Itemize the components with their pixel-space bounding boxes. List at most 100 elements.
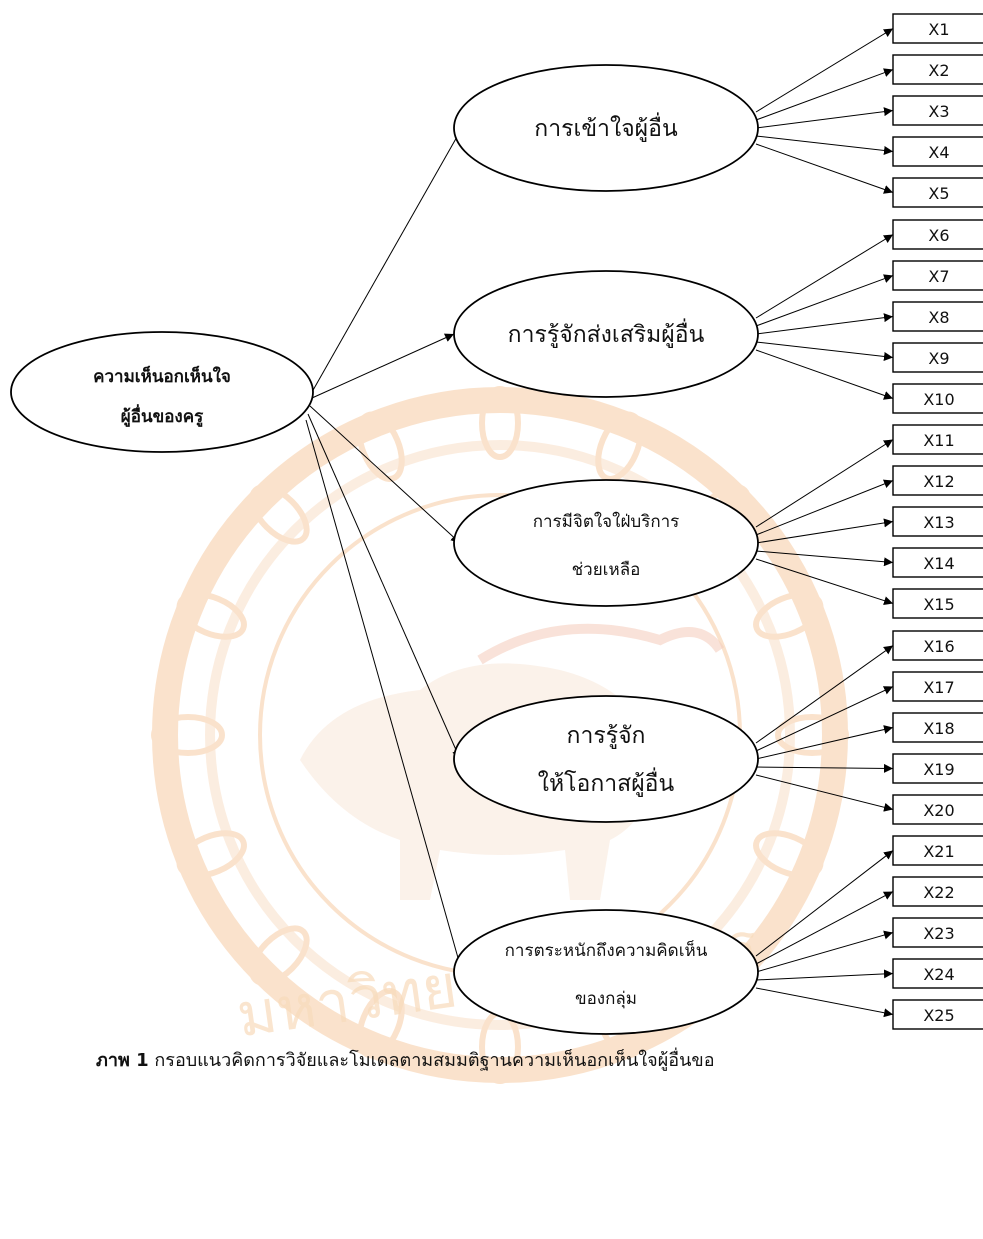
indicator-box [892, 136, 983, 167]
indicator-label: X12 [923, 472, 954, 491]
indicator-box [892, 260, 983, 291]
indicator-box [892, 301, 983, 332]
loading-path-X25 [755, 987, 894, 1018]
indicator-box [892, 342, 983, 373]
indicator-box [892, 835, 983, 866]
loading-path-X7 [755, 274, 894, 327]
indicator-box [892, 876, 983, 907]
latent-factor-ellipse [453, 695, 759, 823]
latent-factor-label: การเข้าใจผู้อื่น [534, 112, 678, 142]
indicator-label: X21 [923, 842, 954, 861]
loading-path-X22 [755, 891, 894, 965]
indicator-label: X9 [928, 349, 949, 368]
indicator-box [892, 999, 983, 1030]
indicator-label: X16 [923, 637, 954, 656]
indicator-label: X7 [928, 267, 949, 286]
latent-factor-label: การตระหนักถึงความคิดเห็น [505, 939, 708, 961]
loading-path-X8 [755, 313, 894, 335]
latent-factor-label: ช่วยเหลือ [572, 560, 641, 580]
latent-factor-ellipse [453, 479, 759, 607]
path-root-to-latent-3 [309, 405, 461, 544]
latent-factor-label: ของกลุ่ม [575, 989, 637, 1009]
indicator-box [892, 177, 983, 208]
loading-path-X11 [755, 439, 894, 528]
latent-factor-label: การมีจิตใจใฝ่บริการ [533, 511, 680, 532]
indicator-label: X18 [923, 719, 954, 738]
latent-factor-label: ให้โอกาสผู้อื่น [538, 767, 675, 797]
indicator-label: X1 [928, 20, 949, 39]
indicator-box [892, 917, 983, 948]
indicator-box [892, 219, 983, 250]
loading-path-X24 [755, 969, 894, 981]
loading-path-X18 [755, 725, 894, 760]
root-construct-label: ผู้อื่นของครู [121, 404, 204, 428]
figure-caption: ภาพ 1 กรอบแนวคิดการวิจัยและโมเดลตามสมมติ… [96, 1045, 715, 1074]
root-construct-label: ความเห็นอกเห็นใจ [93, 364, 231, 387]
indicator-label: X5 [928, 184, 949, 203]
loading-path-X9 [755, 341, 894, 361]
indicator-label: X22 [923, 883, 954, 902]
loading-path-X15 [755, 558, 894, 605]
indicator-box [892, 712, 983, 743]
indicator-label: X17 [923, 678, 954, 697]
loading-path-X23 [755, 930, 894, 973]
indicator-label: X14 [923, 554, 954, 573]
indicator-box [892, 506, 983, 537]
loading-path-X14 [755, 550, 894, 567]
indicator-label: X3 [928, 102, 949, 121]
indicator-label: X6 [928, 226, 949, 245]
indicator-box [892, 588, 983, 619]
loading-path-X17 [755, 686, 894, 752]
loading-path-X2 [755, 68, 894, 121]
indicator-box [892, 465, 983, 496]
latent-factor-ellipse [453, 64, 759, 192]
indicator-box [892, 13, 983, 44]
indicator-box [892, 958, 983, 989]
indicator-box [892, 794, 983, 825]
indicator-label: X19 [923, 760, 954, 779]
indicator-label: X23 [923, 924, 954, 943]
indicator-box [892, 95, 983, 126]
loading-path-X5 [755, 143, 894, 194]
caption-label: ภาพ 1 [96, 1050, 149, 1071]
latent-factor-ellipse [453, 270, 759, 398]
indicator-label: X11 [923, 431, 954, 450]
indicator-box [892, 54, 983, 85]
indicator-label: X25 [923, 1006, 954, 1025]
root-construct-ellipse [10, 331, 314, 453]
path-root-to-latent-2 [311, 333, 455, 399]
indicator-box [892, 630, 983, 661]
loading-path-X13 [755, 518, 894, 544]
loading-path-X3 [755, 107, 894, 129]
indicator-label: X20 [923, 801, 954, 820]
indicator-label: X15 [923, 595, 954, 614]
latent-factor-label: การรู้จักส่งเสริมผู้อื่น [508, 318, 705, 348]
indicator-box [892, 671, 983, 702]
indicator-label: X2 [928, 61, 949, 80]
latent-factor-label: การรู้จัก [567, 723, 646, 749]
indicator-box [892, 753, 983, 784]
indicator-label: X13 [923, 513, 954, 532]
indicator-label: X10 [923, 390, 954, 409]
loading-path-X6 [755, 234, 894, 319]
loading-path-X10 [755, 349, 894, 400]
caption-text: กรอบแนวคิดการวิจัยและโมเดลตามสมมติฐานควา… [154, 1050, 715, 1071]
loading-path-X20 [755, 774, 894, 812]
indicator-label: X24 [923, 965, 954, 984]
loading-path-X16 [755, 645, 894, 744]
path-root-to-latent-4 [307, 413, 461, 760]
indicator-label: X8 [928, 308, 949, 327]
path-root-to-latent-5 [305, 419, 464, 973]
loading-path-X1 [755, 28, 894, 113]
indicator-label: X4 [928, 143, 949, 162]
loading-path-X12 [755, 479, 894, 536]
loading-path-X19 [755, 763, 894, 773]
loading-path-X4 [755, 135, 894, 155]
loading-path-X21 [755, 850, 894, 957]
latent-factor-ellipse [453, 909, 759, 1035]
indicator-box [892, 383, 983, 414]
indicator-box [892, 424, 983, 455]
indicator-box [892, 547, 983, 578]
path-root-to-latent-1 [311, 127, 463, 393]
